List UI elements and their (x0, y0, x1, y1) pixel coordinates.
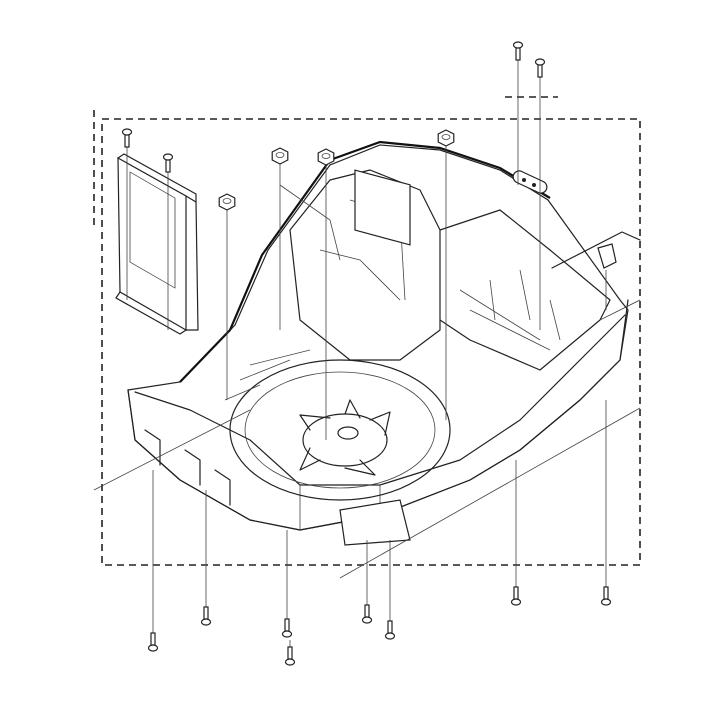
hex-nut (437, 129, 455, 420)
retainer-plate (512, 170, 548, 194)
screw (534, 58, 546, 330)
screw (147, 470, 159, 652)
screw (162, 153, 174, 330)
clip (551, 231, 641, 310)
fan-impeller (299, 399, 391, 476)
screw (600, 400, 612, 606)
screw (361, 540, 373, 624)
screw (121, 128, 133, 300)
screw (281, 530, 293, 638)
hex-nut (271, 147, 289, 330)
housing-base (127, 140, 629, 546)
hex-nut (317, 148, 335, 440)
screw (200, 490, 212, 626)
screw (512, 41, 524, 185)
screw (384, 540, 396, 640)
hex-nut (218, 193, 236, 400)
screw (284, 640, 296, 666)
mounting-bracket (115, 153, 199, 335)
screw (510, 460, 522, 606)
assembly-boundary-dashed (101, 118, 641, 566)
